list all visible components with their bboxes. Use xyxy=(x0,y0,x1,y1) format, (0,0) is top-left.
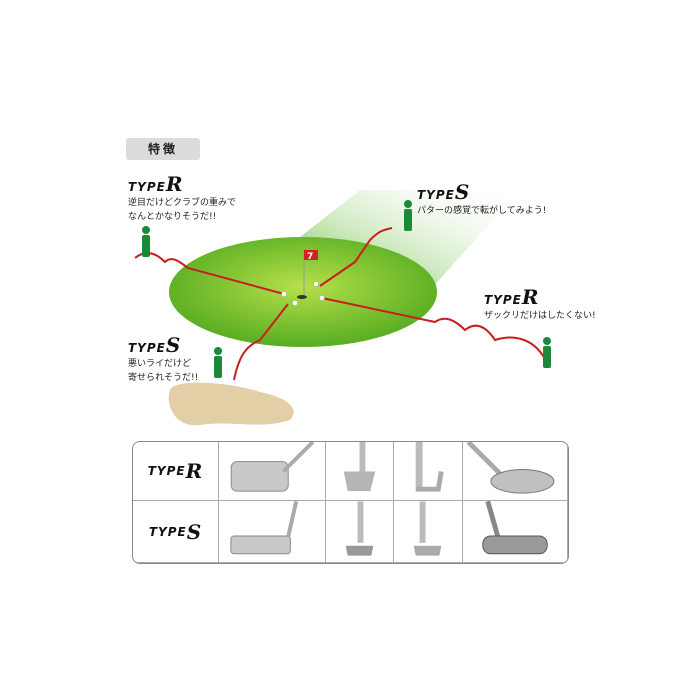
type-s-toe-image xyxy=(394,501,463,563)
callout-type-r-right: TYPER ザックリだけはしたくない! xyxy=(484,285,596,321)
callout-type-r-rough: TYPER 逆目だけどクラブの重みでなんとかなりそうだ!! xyxy=(128,172,237,222)
flag xyxy=(304,250,318,260)
golf-course-illustration: 7 xyxy=(134,190,551,426)
type-r-toe-image xyxy=(394,442,463,501)
callout-type-s-bunker: TYPES 悪いライだけど寄せられそうだ!! xyxy=(128,333,199,383)
hole xyxy=(297,295,307,299)
flag-number: 7 xyxy=(307,252,313,262)
type-r-sole-image xyxy=(463,442,568,501)
golfers xyxy=(142,200,551,378)
type-s-face-image xyxy=(219,501,326,563)
type-r-side-image xyxy=(326,442,394,501)
bunker xyxy=(168,382,294,426)
feature-badge: 特徴 xyxy=(126,138,200,160)
putting-green xyxy=(169,237,437,347)
type-r-face-image xyxy=(219,442,326,501)
golf-balls xyxy=(281,281,325,306)
type-s-side-image xyxy=(326,501,394,563)
type-s-sole-image xyxy=(463,501,568,563)
callout-type-s-fairway: TYPES パターの感覚で転がしてみよう! xyxy=(417,180,547,216)
